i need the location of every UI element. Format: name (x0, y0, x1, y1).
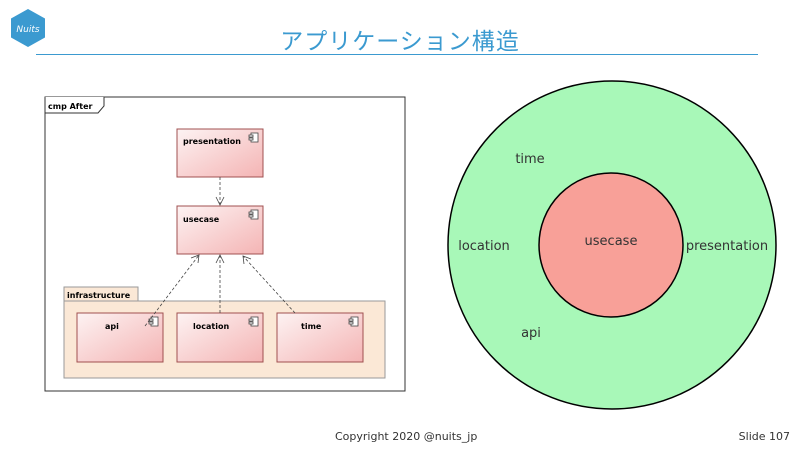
outer-label-location: location (458, 239, 510, 254)
slide-number: Slide 107 (738, 430, 790, 443)
component-icon (348, 316, 359, 327)
component-usecase: usecase (176, 205, 264, 255)
copyright-text: Copyright 2020 @nuits_jp (335, 430, 478, 443)
component-time: time (276, 312, 364, 363)
component-presentation-label: presentation (183, 137, 241, 146)
outer-label-time: time (515, 152, 544, 167)
slide-title: アプリケーション構造 (280, 29, 520, 55)
component-usecase-label: usecase (183, 215, 220, 224)
outer-label-presentation: presentation (686, 239, 768, 254)
arrow-presentation-to-usecase (215, 177, 225, 206)
component-icon (248, 132, 259, 143)
package-label: infrastructure (67, 291, 131, 300)
component-time-label: time (301, 322, 322, 331)
arrow-time-to-usecase (242, 255, 296, 314)
component-icon (248, 209, 259, 220)
component-location-label: location (193, 322, 229, 331)
arrow-location-to-usecase (215, 254, 225, 313)
title-divider (36, 54, 758, 55)
dependency-arrows (144, 177, 296, 327)
component-icon (148, 316, 159, 327)
nuits-logo: Nuits (11, 9, 45, 47)
component-api-label: api (105, 322, 119, 331)
inner-circle (538, 172, 684, 318)
logo-text: Nuits (16, 25, 39, 35)
arrow-api-to-usecase (144, 254, 200, 327)
component-location: location (176, 312, 264, 363)
outer-label-api: api (521, 326, 541, 341)
component-icon (248, 316, 259, 327)
inner-circle-label: usecase (585, 234, 638, 249)
frame-label: cmp After (48, 102, 93, 111)
